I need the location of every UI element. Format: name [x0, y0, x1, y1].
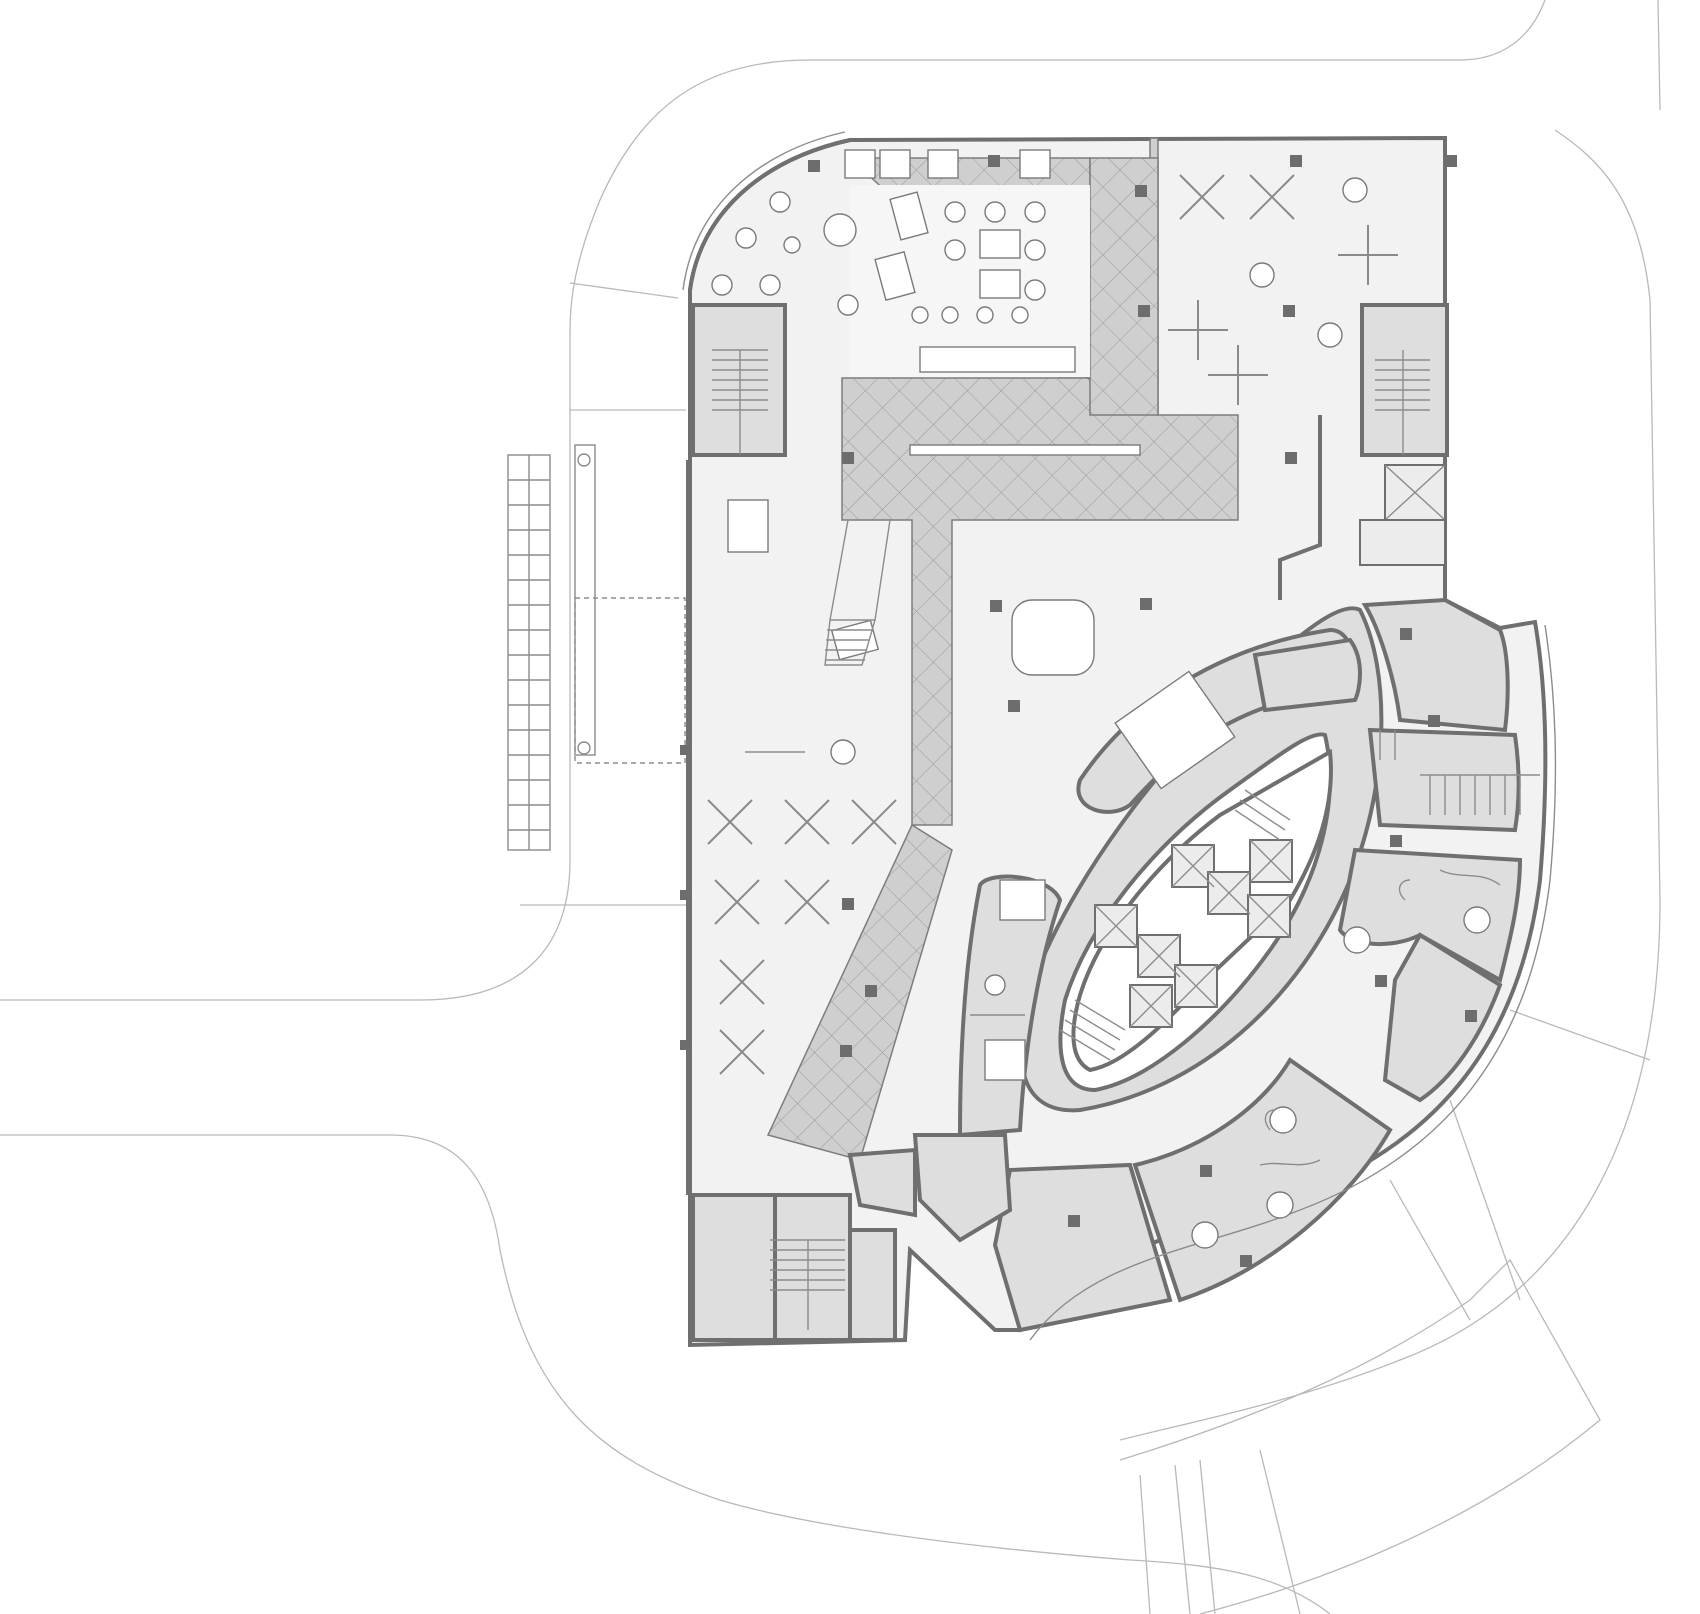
- northeast-services: [1278, 415, 1446, 600]
- elevator-shafts: [1094, 839, 1293, 1028]
- stair-northwest: [691, 303, 787, 457]
- stair-southwest: [691, 1193, 897, 1342]
- entrance-canopy: [507, 444, 686, 851]
- core-stairs: [1059, 789, 1291, 1061]
- glazing: [682, 131, 1557, 1341]
- cafe-tables: [711, 177, 1491, 1249]
- furniture-blocks: [727, 149, 1236, 1081]
- bench-seating: [745, 751, 1501, 1166]
- stair-northeast: [1360, 303, 1449, 457]
- restrooms: [1379, 730, 1540, 815]
- tiled-walkway: [766, 137, 1239, 1161]
- lobby-stair: [824, 519, 891, 666]
- structural-columns: [680, 155, 1477, 1267]
- site-context: [0, 0, 1661, 1614]
- display-markers: [707, 174, 1398, 1075]
- elevator-core: [1018, 606, 1384, 1113]
